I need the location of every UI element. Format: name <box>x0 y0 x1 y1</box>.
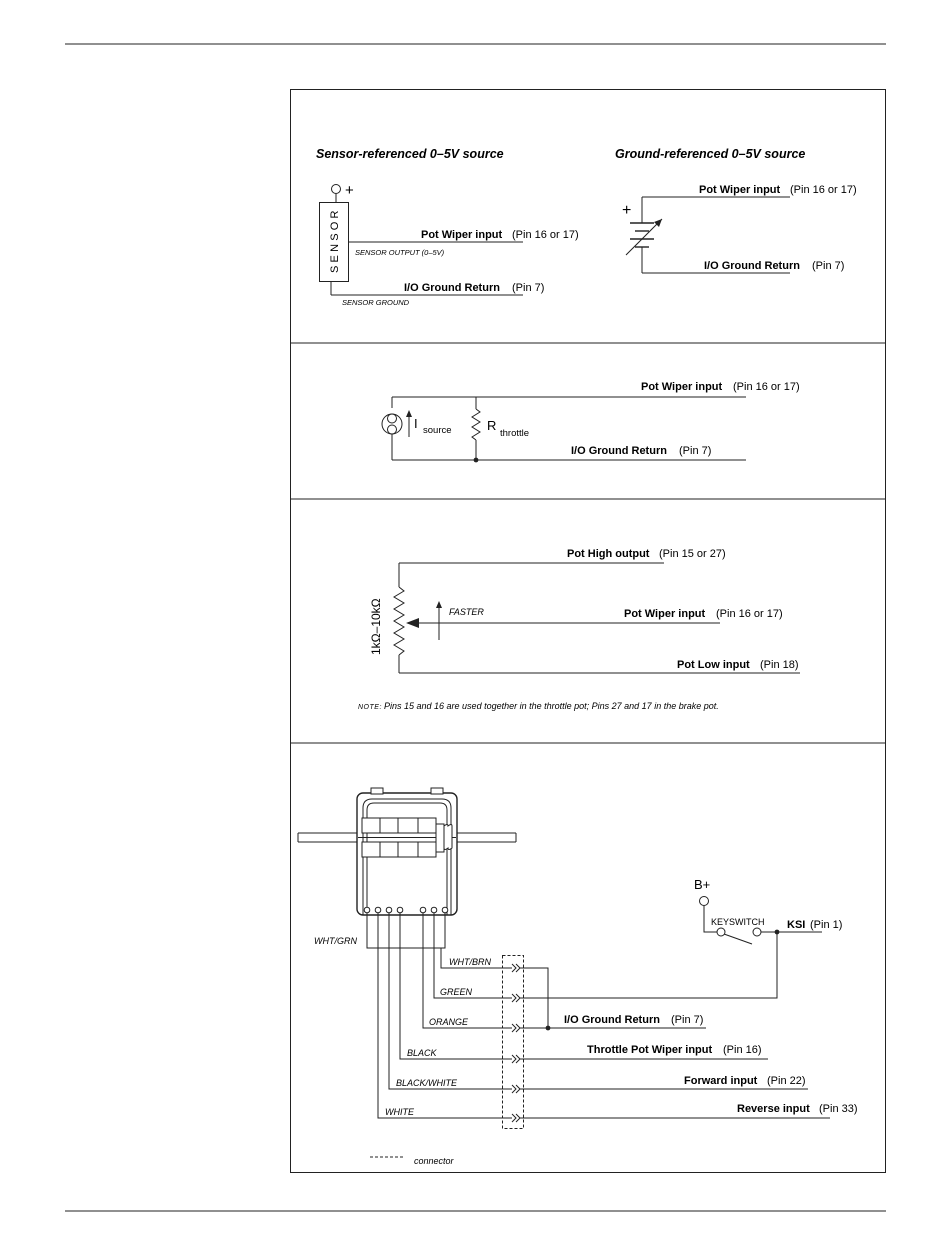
io-ground-label: I/O Ground Return <box>404 282 500 294</box>
io-ground-pin-p4: (Pin 7) <box>671 1014 703 1026</box>
junction-dot <box>473 457 479 463</box>
wht-grn-jumper <box>366 913 446 949</box>
throttle-resistor <box>471 408 481 441</box>
faster-label: FASTER <box>449 607 484 617</box>
pot-wiper-pin-right: (Pin 16 or 17) <box>790 184 857 196</box>
b-plus-terminal <box>699 896 709 906</box>
throttle-switch-assembly <box>297 787 517 916</box>
wire-color-orange: ORANGE <box>429 1017 469 1027</box>
pot-wiper-pin-p3: (Pin 16 or 17) <box>716 608 783 620</box>
wire-color-black-white: BLACK/WHITE <box>396 1078 458 1088</box>
forward-input-label: Forward input <box>684 1075 758 1087</box>
b-plus-label: B+ <box>694 877 710 892</box>
connector-legend-label: connector <box>414 1156 455 1166</box>
wire-color-black: BLACK <box>407 1048 438 1058</box>
potentiometer-diagram: FASTER 1kΩ–10kΩ Pot High output (Pin 15 … <box>358 548 800 711</box>
wire-orange <box>422 913 512 1029</box>
pot-high-label: Pot High output <box>567 548 650 560</box>
current-source-diagram: I source R throttle Pot Wiper input (Pin… <box>381 381 800 463</box>
sensor-output-label: SENSOR OUTPUT (0–5V) <box>355 248 445 257</box>
ground-referenced-heading: Ground-referenced 0–5V source <box>615 147 805 161</box>
r-sub: throttle <box>500 428 529 439</box>
wire-color-wht-brn: WHT/BRN <box>449 957 491 967</box>
ksi-pin: (Pin 1) <box>810 919 842 931</box>
r-label: R <box>487 418 496 433</box>
wht-grn-label: WHT/GRN <box>314 936 357 946</box>
connector-box <box>502 955 524 1129</box>
variable-arrow <box>625 218 663 256</box>
sensor-box <box>319 202 349 282</box>
wht-brn-to-ground <box>520 967 549 1028</box>
figure-frame <box>290 89 886 1173</box>
plus-sign: + <box>345 182 354 199</box>
wiper-arrow <box>406 618 419 628</box>
i-label: I <box>414 416 418 431</box>
wire-black <box>399 913 512 1060</box>
ground-junction-dot <box>545 1025 551 1031</box>
pot-wiper-pin: (Pin 16 or 17) <box>512 229 579 241</box>
wire-black-white <box>388 913 512 1090</box>
io-ground-pin-p2: (Pin 7) <box>679 445 711 457</box>
keyswitch-label: KEYSWITCH <box>711 917 765 927</box>
wire-color-white: WHITE <box>385 1107 415 1117</box>
wire-wht-brn <box>440 948 512 969</box>
current-source-symbol <box>381 413 403 435</box>
keyswitch-contact-1 <box>716 927 726 937</box>
io-ground-label-p2: I/O Ground Return <box>571 445 667 457</box>
sensor-referenced-heading: Sensor-referenced 0–5V source <box>316 147 504 161</box>
io-ground-pin: (Pin 7) <box>512 282 544 294</box>
pot-wiper-label-p2: Pot Wiper input <box>641 381 723 393</box>
wire-white <box>377 913 512 1119</box>
source-plus-sign: + <box>622 202 631 219</box>
io-ground-pin-right: (Pin 7) <box>812 260 844 272</box>
green-to-ksi <box>520 932 778 999</box>
sensor-label: SENSOR <box>329 207 341 273</box>
throttle-wiper-pin: (Pin 16) <box>723 1044 762 1056</box>
forward-input-pin: (Pin 22) <box>767 1075 806 1087</box>
pot-low-pin: (Pin 18) <box>760 659 799 671</box>
keyswitch-contact-2 <box>752 927 762 937</box>
throttle-wiper-label: Throttle Pot Wiper input <box>587 1044 712 1056</box>
pot-high-pin: (Pin 15 or 27) <box>659 548 726 560</box>
wire-color-green: GREEN <box>440 987 473 997</box>
wire-green <box>433 913 512 999</box>
io-ground-label-p4: I/O Ground Return <box>564 1014 660 1026</box>
pot-wiper-label-right: Pot Wiper input <box>699 184 781 196</box>
potentiometer-resistor <box>393 586 405 656</box>
i-sub: source <box>423 425 452 436</box>
resistance-range-label: 1kΩ–10kΩ <box>369 598 383 655</box>
note-text: Pins 15 and 16 are used together in the … <box>384 701 719 711</box>
reverse-input-label: Reverse input <box>737 1103 810 1115</box>
sensor-ground-label: SENSOR GROUND <box>342 298 410 307</box>
keyswitch-lever <box>723 933 753 945</box>
pot-wiper-label-p3: Pot Wiper input <box>624 608 706 620</box>
ground-referenced-diagram: Ground-referenced 0–5V source + Pot Wipe… <box>615 147 857 274</box>
ksi-label: KSI <box>787 919 805 931</box>
io-ground-label-right: I/O Ground Return <box>704 260 800 272</box>
sensor-referenced-diagram: Sensor-referenced 0–5V source + SENSOR P… <box>316 147 579 307</box>
switch-wiring-diagram: WHT/GRN WHT/BRN GREEN ORANGE BLACK BLACK… <box>297 787 858 1166</box>
supply-terminal <box>331 184 341 194</box>
reverse-input-pin: (Pin 33) <box>819 1103 858 1115</box>
note-prefix: NOTE: <box>358 704 382 711</box>
pot-wiper-pin-p2: (Pin 16 or 17) <box>733 381 800 393</box>
ksi-junction-dot <box>774 929 780 935</box>
pot-wiper-label: Pot Wiper input <box>421 229 503 241</box>
connector-pins <box>511 963 521 1123</box>
pot-low-label: Pot Low input <box>677 659 750 671</box>
